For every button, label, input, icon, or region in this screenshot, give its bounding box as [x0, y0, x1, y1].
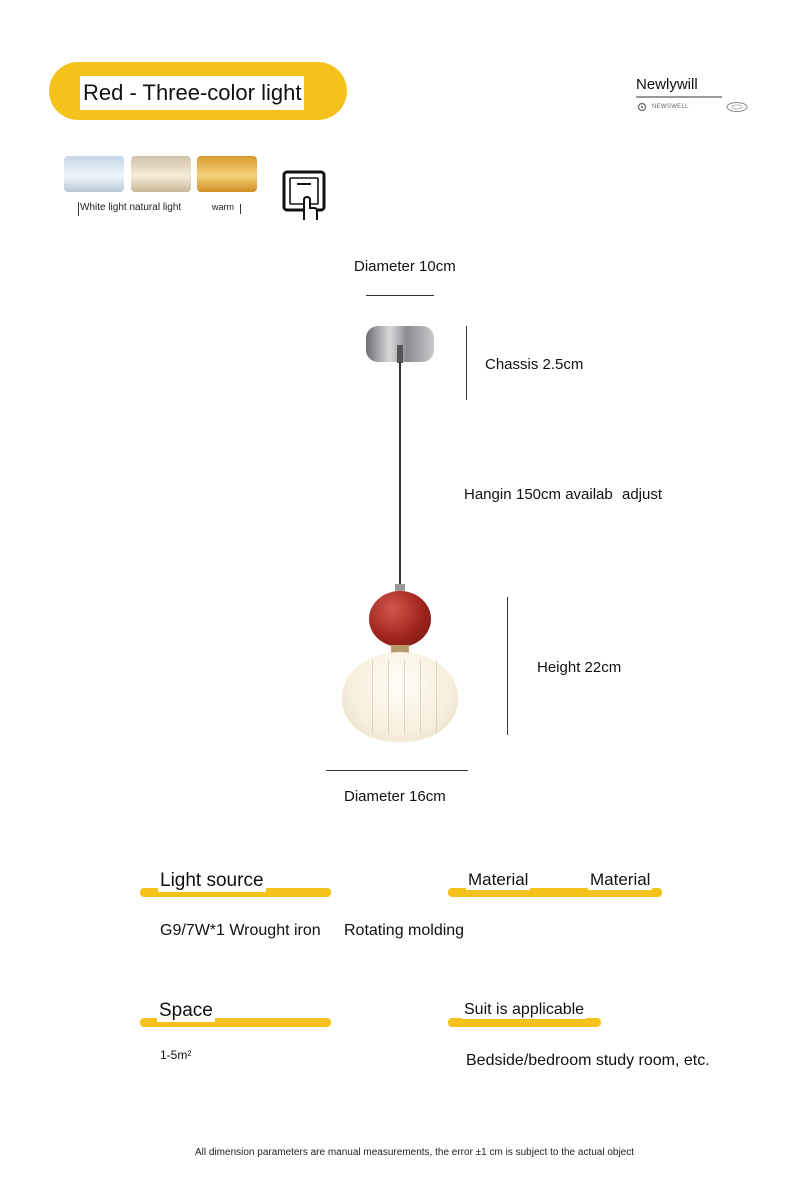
- hanging-value: 150cm availab: [516, 486, 613, 503]
- light-source-bar: [140, 888, 331, 897]
- shade-diameter-label: Diameter 16cm: [344, 788, 446, 805]
- natural-light-swatch: [131, 156, 191, 192]
- cord-cap: [395, 584, 405, 594]
- ceiling-lamp-icon: [726, 102, 748, 112]
- footnote: All dimension parameters are manual meas…: [195, 1147, 635, 1158]
- light-source-value: G9/7W*1 Wrought iron: [160, 922, 321, 939]
- space-value: 1-5m²: [160, 1048, 192, 1062]
- swatch-divider: [78, 202, 79, 216]
- touch-switch-icon: [282, 170, 326, 220]
- canopy-diameter-line: [366, 295, 434, 296]
- suit-value: Bedside/bedroom study room, etc.: [466, 1052, 710, 1069]
- space-bar: [140, 1018, 331, 1027]
- shade-rib: [388, 660, 389, 734]
- chassis-label: Chassis 2.5cm: [485, 356, 584, 373]
- gear-icon: [637, 102, 647, 112]
- suit-heading: Suit is applicable: [462, 1001, 587, 1019]
- warm-light-swatch: [197, 156, 257, 192]
- brand-subtitle: NEWSWELL: [652, 104, 689, 110]
- lamp-neck: [391, 645, 409, 653]
- brand-underline: [636, 96, 722, 98]
- material-heading-2: Material: [588, 870, 653, 890]
- canopy-stem: [397, 345, 403, 363]
- height-line: [507, 597, 508, 735]
- material-bar: [448, 888, 662, 897]
- page-title: Red - Three-color light: [80, 76, 305, 110]
- shade-rib: [436, 660, 437, 734]
- shade-diameter-line: [326, 770, 468, 771]
- canopy-diameter-label: Diameter 10cm: [354, 258, 456, 275]
- chassis-line: [466, 326, 467, 400]
- material-value: Rotating molding: [344, 922, 465, 939]
- material-heading: Material: [466, 870, 531, 890]
- space-heading: Space: [157, 1000, 215, 1022]
- brand-name: Newlywill: [636, 76, 698, 93]
- white-light-swatch: [64, 156, 124, 192]
- hanging-label: Hangin: [464, 486, 512, 503]
- red-ball: [369, 591, 431, 647]
- shade-rib: [372, 660, 373, 734]
- hanging-adjust: adjust: [622, 486, 663, 503]
- warm-label: warm: [212, 202, 234, 212]
- height-label: Height 22cm: [537, 659, 622, 676]
- suit-bar: [448, 1018, 601, 1027]
- warm-divider: [240, 204, 241, 214]
- lamp-shade: [342, 652, 458, 742]
- light-source-heading: Light source: [158, 870, 266, 892]
- light-mode-labels: White light natural light: [80, 202, 182, 213]
- lamp-cord: [399, 362, 401, 588]
- shade-rib: [420, 660, 421, 734]
- shade-rib: [404, 660, 405, 734]
